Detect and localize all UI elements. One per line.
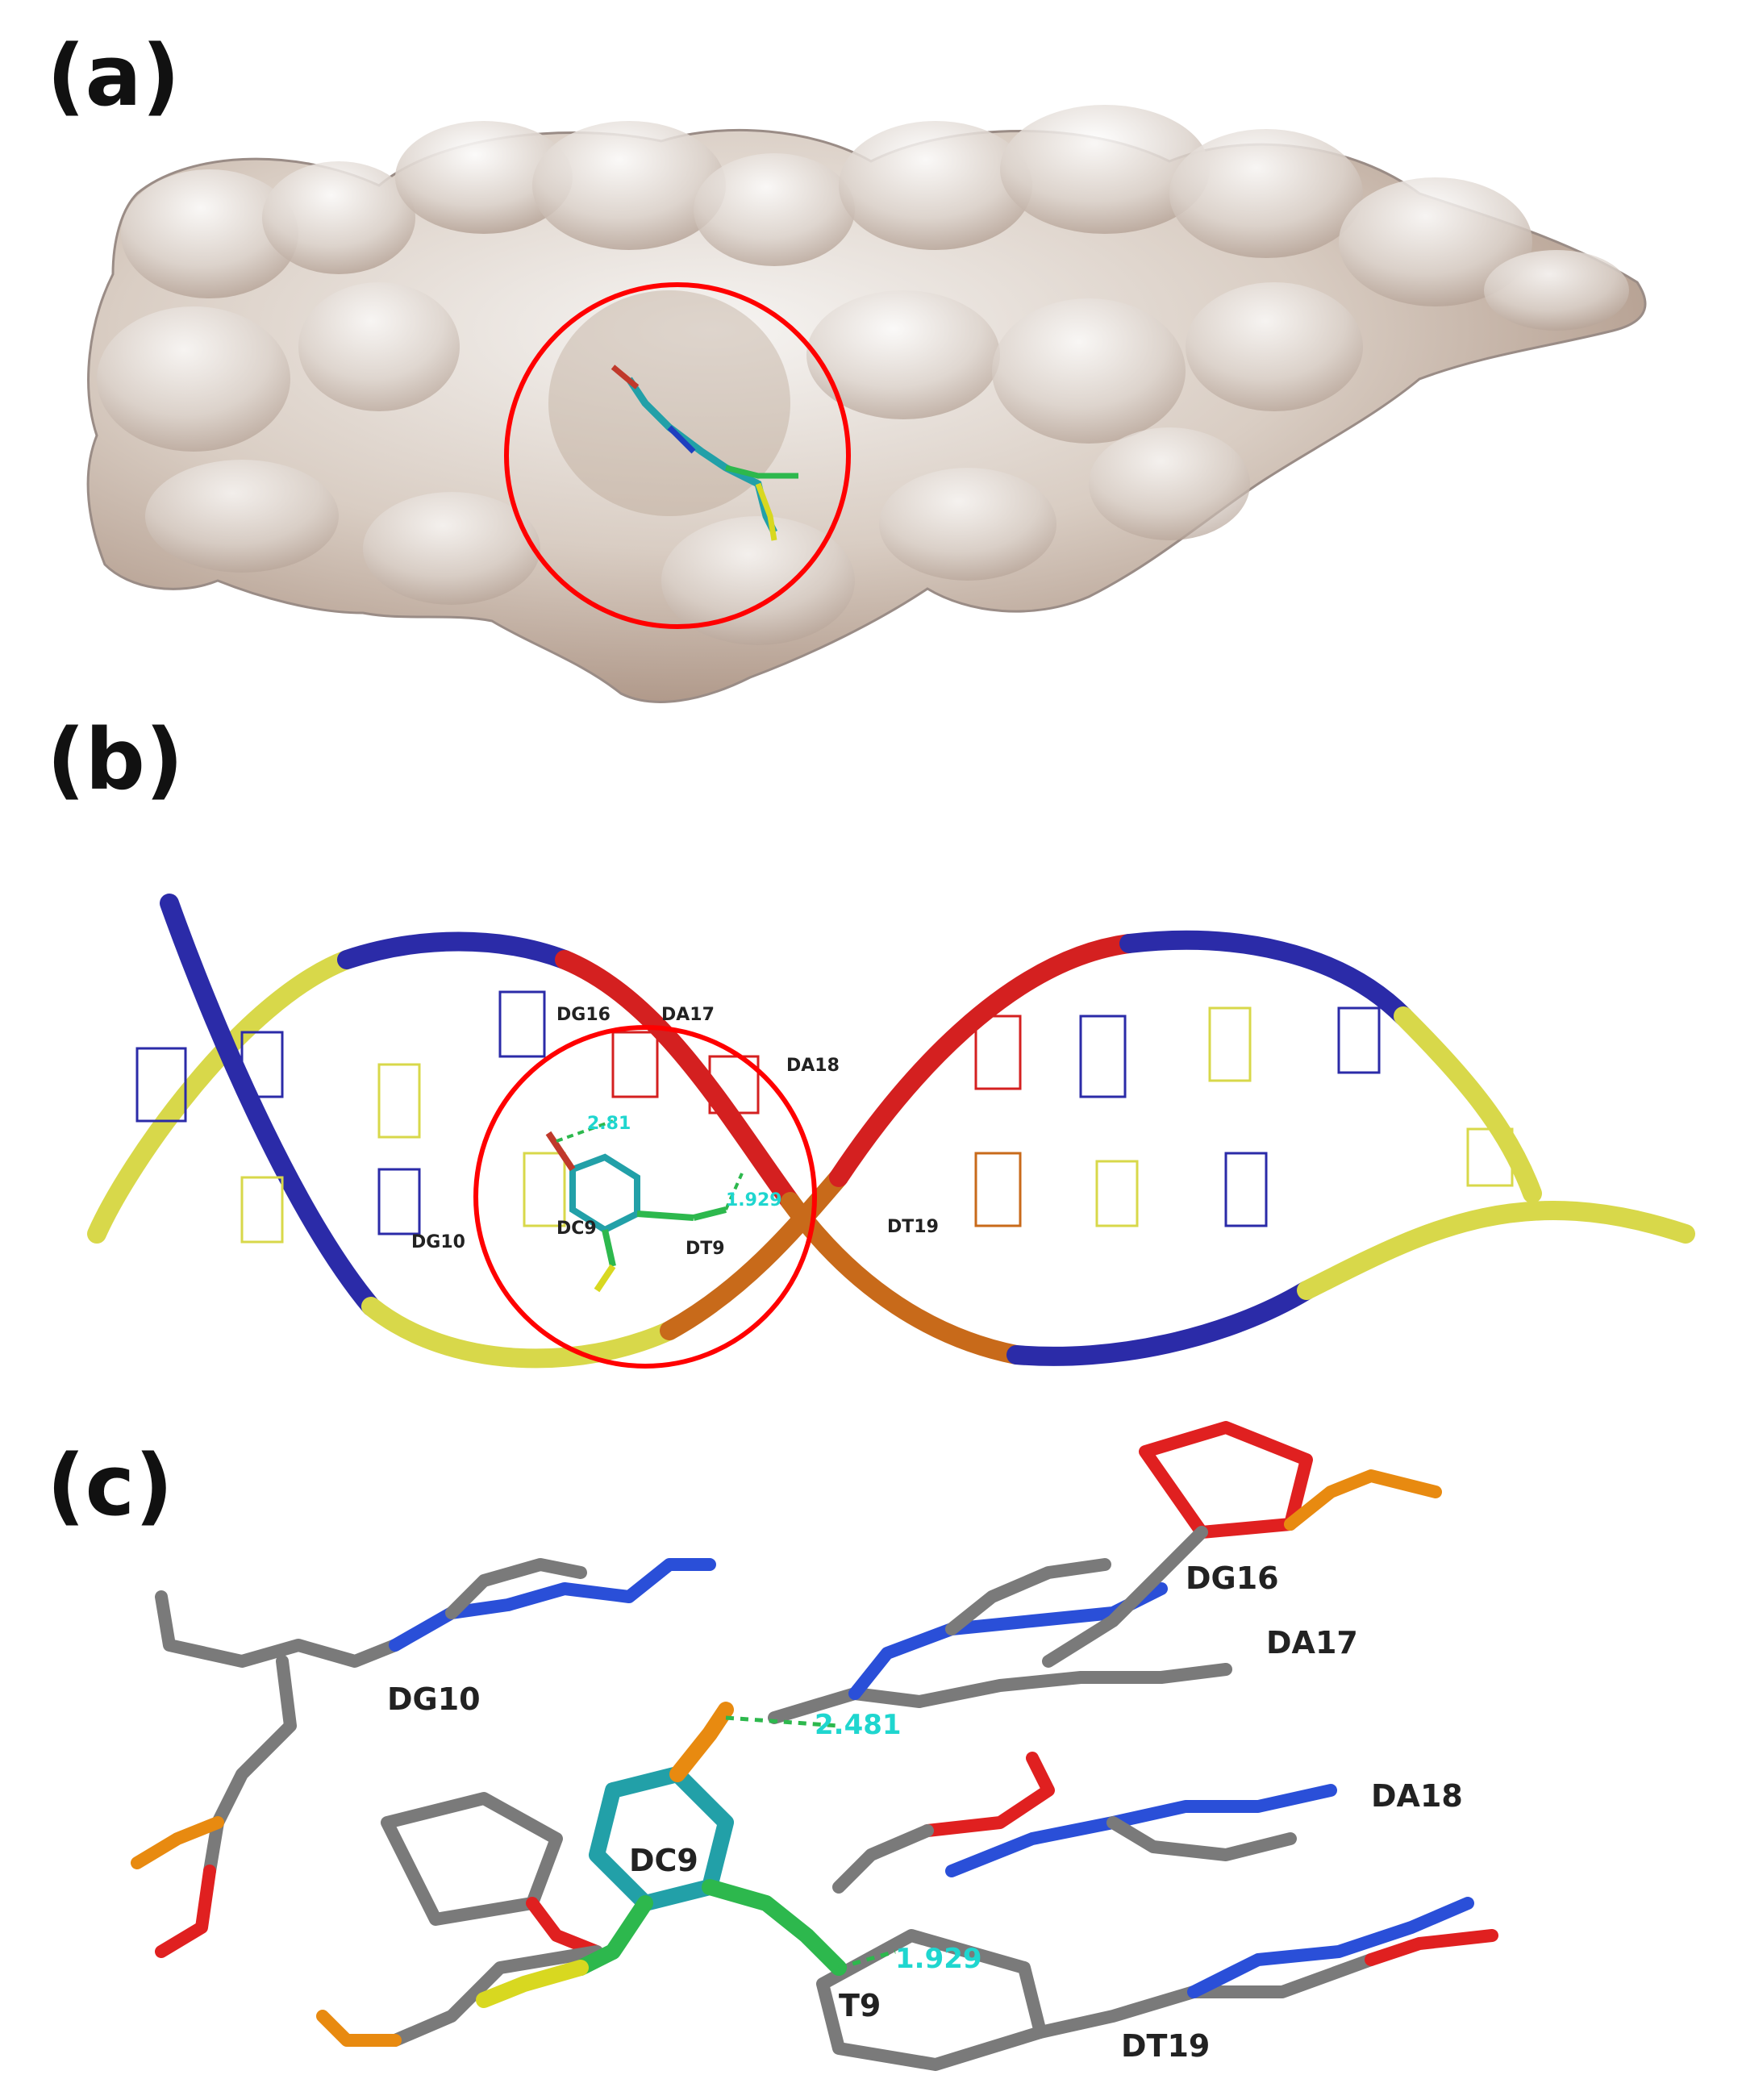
residue-label-b-da18: DA18 [786,1056,840,1076]
residue-label-b-dt9: DT9 [686,1239,725,1259]
binding-site-stick-render: 2.481 1.929 DG16 DA17 DA18 DG10 DC9 DT19… [131,1421,1498,2071]
dna-surface-render [86,105,1647,703]
residue-label-c-da17: DA17 [1266,1625,1358,1660]
binding-site-circle-a [504,282,851,629]
dna-wireframe-render: 2.81 1.929 DG16 DA17 DA18 DC9 DT9 DT19 D… [87,894,1695,1369]
panel-label-a: (a) [47,27,181,125]
residue-label-c-t9: T9 [839,1988,881,2023]
surface-body [86,105,1647,703]
residue-label-b-da17: DA17 [661,1005,715,1025]
residue-label-c-dg10: DG10 [387,1681,481,1717]
panel-label-b: (b) [47,710,184,809]
distance-label-b-2: 1.929 [726,1190,782,1210]
helix-backbone-strand-2 [160,894,1542,1369]
residue-label-c-dg16: DG16 [1186,1560,1279,1596]
bound-ligand-sticks [476,1702,847,2008]
distance-label-c-1: 2.481 [815,1709,902,1741]
hydrogen-bonds [725,1715,896,1970]
residue-label-c-dc9: DC9 [629,1843,698,1878]
binding-site-circle-b [473,1025,817,1369]
nucleotide-sticks [131,1421,1498,2071]
residue-label-c-dt19: DT19 [1121,2028,1210,2064]
bound-ligand-surface [611,365,798,541]
distance-label-b-1: 2.81 [587,1114,631,1134]
distance-label-c-2: 1.929 [895,1943,982,1975]
residue-label-b-dg16: DG16 [556,1005,611,1025]
residue-label-c-da18: DA18 [1371,1778,1463,1814]
residue-label-b-dg10: DG10 [411,1232,465,1252]
panel-a-surface [0,0,1742,742]
bound-ligand-wire [545,1119,744,1293]
residue-label-b-dc9: DC9 [556,1219,597,1239]
residue-label-b-dt19: DT19 [887,1217,939,1237]
helix-bases [135,990,1514,1244]
panel-c-sticks: 2.481 1.929 DG16 DA17 DA18 DG10 DC9 DT19… [0,1371,1742,2100]
helix-backbone-strand-1 [87,931,1695,1366]
panel-label-c: (c) [47,1436,173,1535]
panel-b-helix: 2.81 1.929 DG16 DA17 DA18 DC9 DT9 DT19 D… [0,855,1742,1379]
